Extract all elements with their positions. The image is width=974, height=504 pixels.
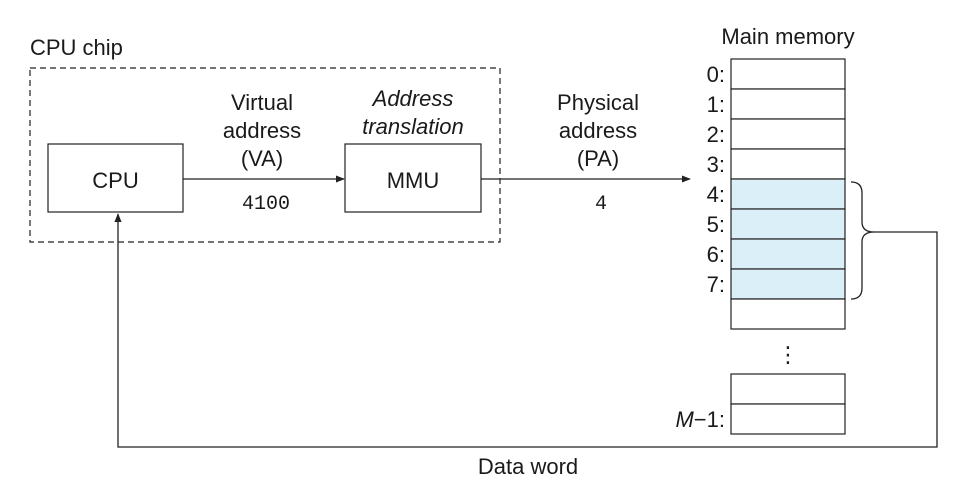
memory-cell-label: 2: — [707, 122, 725, 147]
memory-cell — [730, 88, 846, 120]
memory-ellipsis: ⋮ — [777, 342, 799, 367]
virtual-address-line-1: Virtual — [231, 90, 293, 115]
memory-cell — [730, 268, 846, 300]
cpu-chip-boundary — [29, 67, 501, 243]
cpu-label: CPU — [92, 168, 138, 193]
memory-cell — [730, 118, 846, 150]
mmu-label: MMU — [387, 168, 440, 193]
physical-address-line-2: address — [559, 118, 637, 143]
memory-cell — [730, 208, 846, 240]
memory-cell-label: 6: — [707, 242, 725, 267]
memory-cell — [730, 373, 846, 405]
cpu-box — [47, 143, 184, 213]
memory-cell-label: M−1: — [675, 407, 725, 432]
memory-cell-label: 1: — [707, 92, 725, 117]
memory-cell-label: 5: — [707, 212, 725, 237]
address-translation-line-2: translation — [362, 114, 464, 139]
memory-cell-label: 7: — [707, 272, 725, 297]
data-word-label: Data word — [478, 454, 578, 479]
memory-cell — [730, 58, 846, 90]
physical-address-value: 4 — [595, 193, 607, 216]
memory-cell-label: 4: — [707, 182, 725, 207]
memory-cell-label: 0: — [707, 62, 725, 87]
physical-address-line-3: (PA) — [577, 146, 619, 171]
data-word-path — [114, 213, 938, 448]
memory-cell — [730, 238, 846, 270]
memory-cell-label: 3: — [707, 152, 725, 177]
highlight-brace — [850, 181, 875, 300]
physical-address-line-1: Physical — [557, 90, 639, 115]
memory-cell — [730, 403, 846, 435]
cpu-chip-title: CPU chip — [30, 35, 123, 60]
virtual-address-line-2: address — [223, 118, 301, 143]
virtual-address-line-3: (VA) — [241, 146, 283, 171]
memory-cell — [730, 298, 846, 330]
virtual-address-value: 4100 — [242, 193, 290, 216]
memory-cells: 0: 1: 2: 3: 4: 5: 6: 7: — [707, 58, 846, 330]
memory-cell — [730, 178, 846, 210]
memory-last-cells: M−1: — [675, 373, 846, 435]
main-memory-title: Main memory — [721, 24, 854, 49]
memory-cell — [730, 148, 846, 180]
mmu-box — [344, 143, 482, 213]
address-translation-line-1: Address — [371, 86, 454, 111]
